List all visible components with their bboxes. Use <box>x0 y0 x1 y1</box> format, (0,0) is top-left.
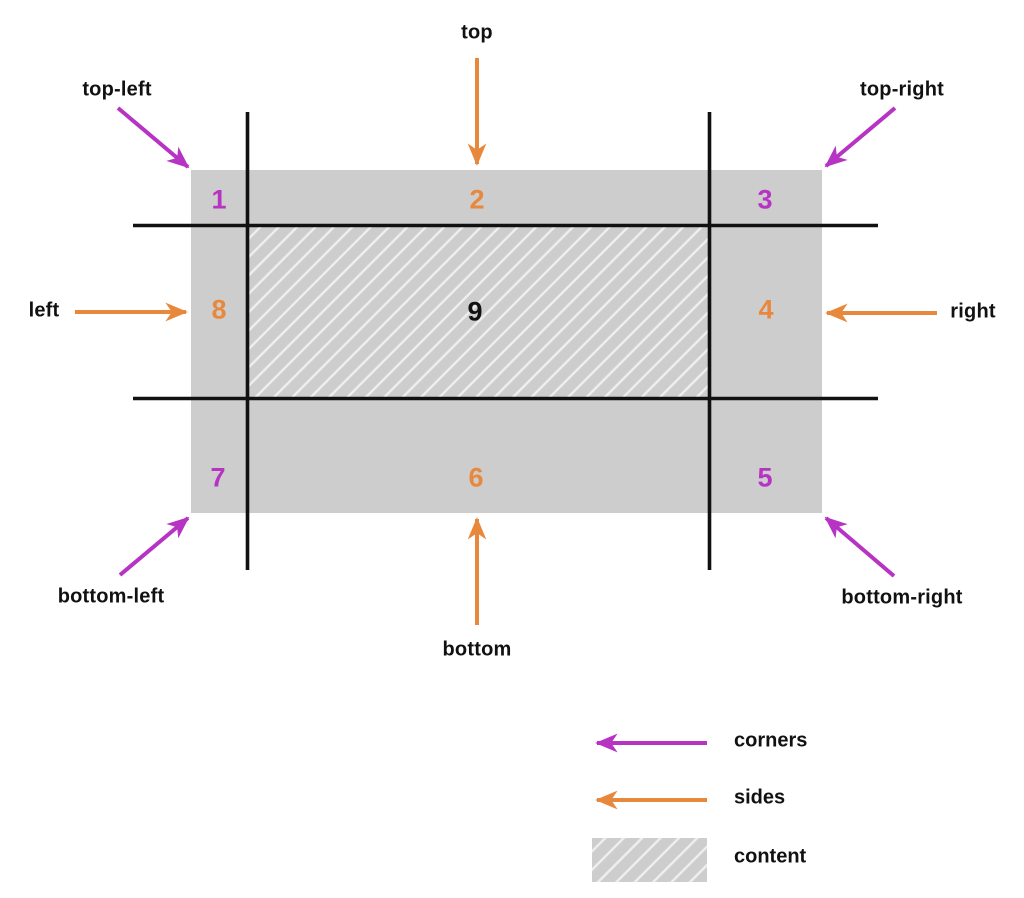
label-left: left <box>28 299 60 322</box>
region-number-8: 8 <box>211 294 227 325</box>
label-top-right: top-right <box>860 78 944 101</box>
arrow-bottom-right <box>824 516 896 578</box>
region-number-6: 6 <box>468 462 484 493</box>
label-top: top <box>461 21 493 44</box>
label-bottom-left: bottom-left <box>57 585 165 608</box>
region-number-4: 4 <box>758 294 774 325</box>
label-bottom: bottom <box>442 638 512 661</box>
label-bottom-right: bottom-right <box>841 586 963 609</box>
region-number-2: 2 <box>469 184 485 215</box>
region-number-9: 9 <box>467 296 483 327</box>
content-region <box>247 225 709 398</box>
label-right: right <box>950 300 996 323</box>
legend-label-sides: sides <box>734 786 786 809</box>
legend-label-content: content <box>734 845 807 868</box>
corner-arrows <box>116 106 897 578</box>
guide-lines <box>133 112 878 570</box>
side-arrows <box>75 58 937 625</box>
legend-label-corners: corners <box>734 729 808 752</box>
region-number-3: 3 <box>757 184 773 215</box>
arrow-bottom-left <box>118 516 190 577</box>
region-number-5: 5 <box>757 462 773 493</box>
region-number-1: 1 <box>211 184 227 215</box>
region-number-7: 7 <box>210 462 226 493</box>
arrow-top-left <box>116 106 190 169</box>
label-top-left: top-left <box>82 78 152 101</box>
arrow-top-right <box>824 106 897 168</box>
legend-content-swatch <box>592 838 707 882</box>
